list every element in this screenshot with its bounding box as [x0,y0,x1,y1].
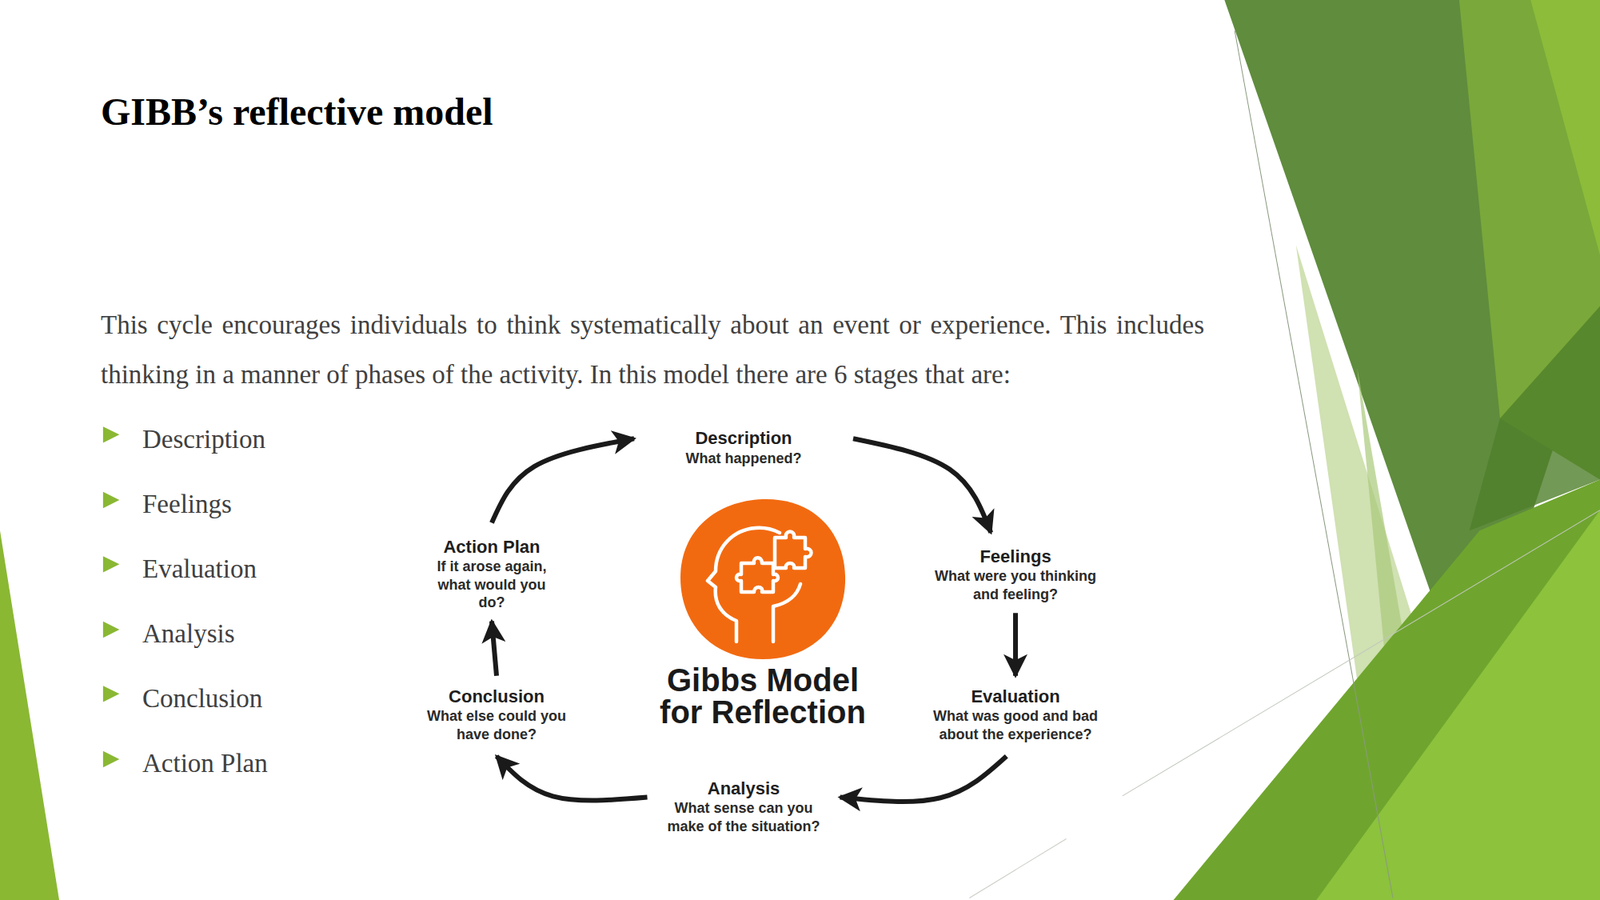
bullet-item: Description [142,422,266,455]
cycle-arrow [496,755,648,800]
cycle-arrow [491,621,497,676]
stage-node: AnalysisWhat sense can you make of the s… [662,775,826,838]
cycle-arrow [840,755,1007,802]
puzzle-piece [736,557,779,592]
thin-line [1122,510,1600,796]
head-outline [707,527,812,642]
bullet-triangle [103,750,120,767]
bullet-item: Conclusion [142,682,263,715]
stage-heading: Action Plan [423,535,561,559]
slide-title: GIBB’s reflective model [100,89,494,134]
bullet-triangle [103,685,120,702]
bullet-triangle [103,555,120,572]
stage-heading: Analysis [665,777,823,800]
cycle-arrow [1013,612,1018,676]
bright-green-strip [1530,0,1600,256]
head-profile [707,527,780,642]
stage-question: What happened? [654,449,833,468]
head-puzzle-icon [653,495,873,661]
left-green-sliver [0,530,60,900]
stage-node: FeelingsWhat were you thinking and feeli… [927,543,1104,606]
bullet-item: Evaluation [142,552,257,585]
cycle-arrow [853,438,991,533]
intro-paragraph: This cycle encourages individuals to thi… [100,299,1205,400]
stage-question: If it arose again, what would you do? [423,557,561,612]
stage-node: ConclusionWhat else could you have done? [416,683,577,746]
stage-node: EvaluationWhat was good and bad about th… [925,683,1106,746]
stage-node: Action PlanIf it arose again, what would… [420,534,564,614]
model-title: Gibbs Model for Reflection [653,663,873,728]
bottom-green-wedge [1173,478,1600,900]
stage-question: What were you thinking and feeling? [930,566,1101,603]
head-back [773,583,801,642]
model-emblem: Gibbs Model for Reflection [650,494,876,730]
stage-heading: Conclusion [419,685,574,708]
orange-blob [680,498,846,659]
bullet-triangle [103,491,120,508]
stage-node: DescriptionWhat happened? [651,425,836,469]
stage-question: What sense can you make of the situation… [665,798,823,835]
stage-question: What was good and bad about the experien… [929,706,1103,743]
shadow-wedge [1469,306,1600,531]
stage-heading: Evaluation [929,685,1103,708]
bottom-bright-wedge [1316,510,1600,900]
bullet-triangle [103,621,120,638]
bullet-item: Feelings [142,487,232,520]
thin-line [969,837,1066,898]
bullet-item: Action Plan [142,746,268,779]
bullet-markers [103,426,120,767]
stage-heading: Description [654,426,833,450]
stage-question: What else could you have done? [419,706,574,743]
cycle-arrow [491,438,635,523]
thin-line [1234,30,1393,898]
bullet-triangle [103,426,120,443]
bullet-item: Analysis [142,617,236,650]
puzzle-piece [774,531,812,569]
stage-heading: Feelings [930,545,1101,568]
